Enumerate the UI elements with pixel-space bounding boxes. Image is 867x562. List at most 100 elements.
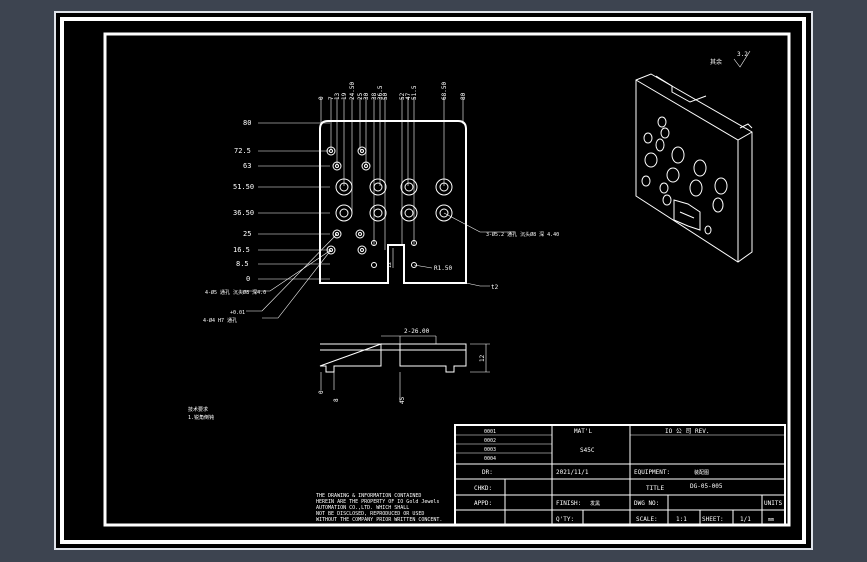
finish-value: 发黑	[590, 500, 600, 507]
title-value: DG-05-005	[690, 483, 723, 490]
sheet-value: 1/1	[740, 516, 751, 523]
sheet-label: SHEET:	[702, 516, 724, 523]
small-hole	[357, 245, 367, 255]
dim-label: 8	[333, 398, 340, 402]
dim-label: 25	[243, 230, 251, 238]
dim-label: 38	[371, 92, 378, 100]
checked-label: CHKD:	[474, 485, 492, 492]
plate-callout: t2	[491, 284, 499, 291]
counterbore-hole	[400, 204, 418, 222]
dim-label: 0	[246, 275, 250, 283]
dim-label: 0	[318, 390, 325, 394]
pin-hole	[371, 262, 377, 268]
small-hole	[332, 161, 342, 171]
callout-labels: R1.50 t2 12 3-Ø5.2 通孔 沉头Ø8 深 4.40 4-Ø5 通…	[203, 231, 559, 324]
counterbore-hole	[335, 204, 353, 222]
roughness-symbol: 3.2 其余	[710, 50, 751, 68]
iso-body	[635, 73, 753, 263]
outer-border	[54, 11, 813, 550]
scale-label: SCALE:	[636, 516, 658, 523]
dim-label: 2-26.00	[404, 328, 430, 335]
dim-label: 7	[328, 96, 335, 100]
date-value: 2021/11/1	[556, 469, 589, 476]
dim-label: 13	[334, 92, 341, 100]
title-block-text: 0001 0002 0003 0004 MAT'L S45C IO 公 司 RE…	[474, 428, 782, 523]
tech-note-item: 1.锐角倒钝	[188, 414, 214, 421]
qty-label: Q'TY:	[556, 516, 574, 523]
dim-label: 45	[399, 396, 406, 404]
small-hole	[361, 161, 371, 171]
disclaimer: THE DRAWING & INFORMATION CONTAINED HERE…	[316, 493, 442, 523]
approved-label: APPD:	[474, 500, 492, 507]
dim-label: 72.5	[234, 147, 251, 155]
small-hole	[332, 229, 342, 239]
section-labels: 2-26.00 12 0 8 45	[318, 328, 486, 404]
counterbore-hole	[335, 178, 353, 196]
small-hole	[355, 229, 365, 239]
left-dim-labels: 80 72.5 63 51.50 36.50 25 16.5 8.5 0	[233, 119, 254, 283]
top-dim-lines	[320, 98, 464, 250]
hole-note: 4-Ø5 通孔 沉头Ø8 深4.0	[205, 289, 266, 296]
dim-label: 36.50	[233, 209, 254, 217]
dim-label: 68.50	[441, 82, 448, 100]
section-outline	[319, 343, 467, 373]
disclaimer-line: WITHOUT THE COMPANY PRIOR WRITTEN CONCEN…	[316, 517, 442, 523]
units-label: UNITS	[764, 500, 782, 507]
counterbore-hole	[435, 204, 453, 222]
rev-mark: 0002	[484, 438, 496, 444]
dim-label: 16.5	[233, 246, 250, 254]
dim-label: 51.50	[233, 183, 254, 191]
small-hole	[326, 146, 336, 156]
dim-label: 80	[243, 119, 251, 127]
counterbore-hole	[369, 178, 387, 196]
scale-value: 1:1	[676, 516, 687, 523]
disclaimer-line: THE DRAWING & INFORMATION CONTAINED	[316, 493, 421, 499]
section-view	[319, 335, 490, 402]
dim-label: 50	[382, 92, 389, 100]
technical-requirements: 技术要求 1.锐角倒钝	[188, 406, 214, 421]
pin-hole	[371, 240, 377, 246]
radius-callout: R1.50	[434, 265, 452, 272]
dim-label: 51.5	[411, 85, 418, 100]
callout-leaders	[240, 212, 515, 319]
equipment-value: 装配图	[694, 469, 709, 476]
rev-mark: 0003	[484, 447, 496, 453]
material-label: MAT'L	[574, 428, 592, 435]
tolerance-note: +0.01	[230, 310, 245, 316]
left-dim-lines	[258, 122, 330, 280]
disclaimer-line: HEREIN ARE THE PROPERTY OF IO Gold Jewel…	[316, 499, 439, 505]
dim-label: 0	[318, 96, 325, 100]
dim-label: 63	[243, 162, 251, 170]
dim-label: 24.50	[349, 82, 356, 100]
dwg-label: DWG NO:	[634, 500, 659, 507]
counterbore-hole	[435, 178, 453, 196]
dim-label: 25	[357, 92, 364, 100]
finish-label: FINISH:	[556, 500, 581, 507]
dim-label: 19	[341, 92, 348, 100]
pin-note: 4-Ø4 H7 通孔	[203, 317, 237, 324]
dim-label: 52	[399, 92, 406, 100]
dim-label: 12	[479, 354, 486, 362]
drawn-label: DR:	[482, 469, 493, 476]
isometric-view	[635, 73, 753, 263]
counterbore-hole	[400, 178, 418, 196]
disclaimer-line: NOT BE DISCLOSED, REPRODUCED OR USED	[316, 511, 424, 517]
equipment-label: EQUIPMENT:	[634, 469, 670, 476]
small-hole	[357, 146, 367, 156]
pin-hole	[411, 262, 417, 268]
title-block	[454, 424, 786, 526]
roughness-value: 3.2	[737, 51, 748, 58]
iso-holes	[641, 116, 728, 235]
top-dim-labels: 0 7 13 19 24.50 25 30 38 36.5 50 52 47 5…	[318, 82, 467, 100]
units-value: mm	[768, 517, 774, 523]
dim-label: 80	[460, 92, 467, 100]
counterbore-note: 3-Ø5.2 通孔 沉头Ø8 深 4.40	[486, 231, 559, 238]
tech-note-title: 技术要求	[188, 406, 208, 413]
counterbore-hole	[369, 204, 387, 222]
title-label: TITLE	[646, 485, 664, 492]
company-name: IO 公 司 REV.	[665, 428, 710, 435]
roughness-note: 其余	[710, 58, 722, 66]
sheet-frame	[60, 17, 806, 544]
